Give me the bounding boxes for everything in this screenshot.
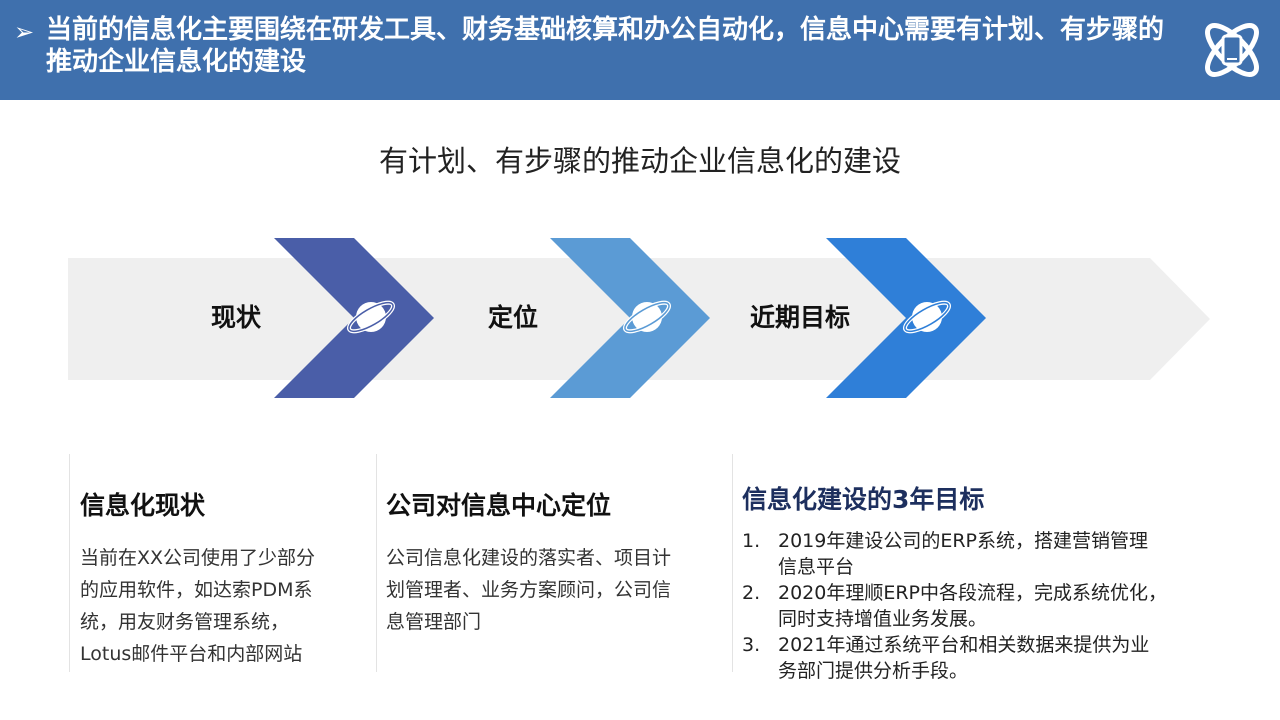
column-divider <box>732 454 733 672</box>
text-line: 的应用软件，如达索PDM系 <box>80 579 313 601</box>
column-body: 当前在XX公司使用了少部分 的应用软件，如达索PDM系 统，用友财务管理系统， … <box>80 542 360 670</box>
stage-label-positioning: 定位 <box>488 303 539 332</box>
column-current-status: 信息化现状 当前在XX公司使用了少部分 的应用软件，如达索PDM系 统，用友财务… <box>80 486 360 670</box>
text-line: 息管理部门 <box>386 611 482 633</box>
list-number: 1. <box>742 530 761 552</box>
column-three-year-goals: 信息化建设的3年目标 1. 2019年建设公司的ERP系统，搭建营销管理 信息平… <box>742 480 1242 684</box>
column-divider <box>376 454 377 672</box>
text-line: 同时支持增值业务发展。 <box>778 608 988 630</box>
list-item: 1. 2019年建设公司的ERP系统，搭建营销管理 信息平台 <box>742 528 1242 580</box>
text-line: 公司信息化建设的落实者、项目计 <box>386 547 672 569</box>
atom-phone-icon <box>1196 12 1268 88</box>
header-bullet-icon: ➢ <box>14 18 35 46</box>
column-body: 公司信息化建设的落实者、项目计 划管理者、业务方案顾问，公司信 息管理部门 <box>386 542 726 638</box>
list-item: 3. 2021年通过系统平台和相关数据来提供为业 务部门提供分析手段。 <box>742 632 1242 684</box>
text-line: 统，用友财务管理系统， <box>80 611 290 633</box>
planet-icon <box>902 292 952 342</box>
text-line: 2020年理顺ERP中各段流程，完成系统优化， <box>778 582 1168 604</box>
header-bar: ➢ 当前的信息化主要围绕在研发工具、财务基础核算和办公自动化，信息中心需要有计划… <box>0 0 1280 100</box>
list-number: 3. <box>742 634 761 656</box>
stage-label-current: 现状 <box>211 303 262 332</box>
text-line: Lotus邮件平台和内部网站 <box>80 643 303 665</box>
stage-label-near-term-goal: 近期目标 <box>750 303 851 332</box>
column-positioning: 公司对信息中心定位 公司信息化建设的落实者、项目计 划管理者、业务方案顾问，公司… <box>386 486 726 638</box>
text-line: 划管理者、业务方案顾问，公司信 <box>386 579 672 601</box>
header-title: 当前的信息化主要围绕在研发工具、财务基础核算和办公自动化，信息中心需要有计划、有… <box>46 15 1165 77</box>
text-line: 务部门提供分析手段。 <box>778 660 969 682</box>
goals-list: 1. 2019年建设公司的ERP系统，搭建营销管理 信息平台 2. 2020年理… <box>742 528 1242 684</box>
text-line: 当前在XX公司使用了少部分 <box>80 547 316 569</box>
list-number: 2. <box>742 582 761 604</box>
text-line: 信息平台 <box>778 556 855 578</box>
list-item: 2. 2020年理顺ERP中各段流程，完成系统优化， 同时支持增值业务发展。 <box>742 580 1242 632</box>
planet-icon <box>622 292 672 342</box>
page-subtitle: 有计划、有步骤的推动企业信息化的建设 <box>378 144 901 178</box>
stage-chevron-3 <box>826 238 988 398</box>
text-line: 2021年通过系统平台和相关数据来提供为业 <box>778 634 1150 656</box>
text-line: 2019年建设公司的ERP系统，搭建营销管理 <box>778 530 1149 552</box>
planet-icon <box>346 292 396 342</box>
column-title: 信息化现状 <box>80 491 206 520</box>
column-title: 信息化建设的3年目标 <box>742 485 985 514</box>
column-divider <box>69 454 70 672</box>
column-title: 公司对信息中心定位 <box>386 491 612 520</box>
